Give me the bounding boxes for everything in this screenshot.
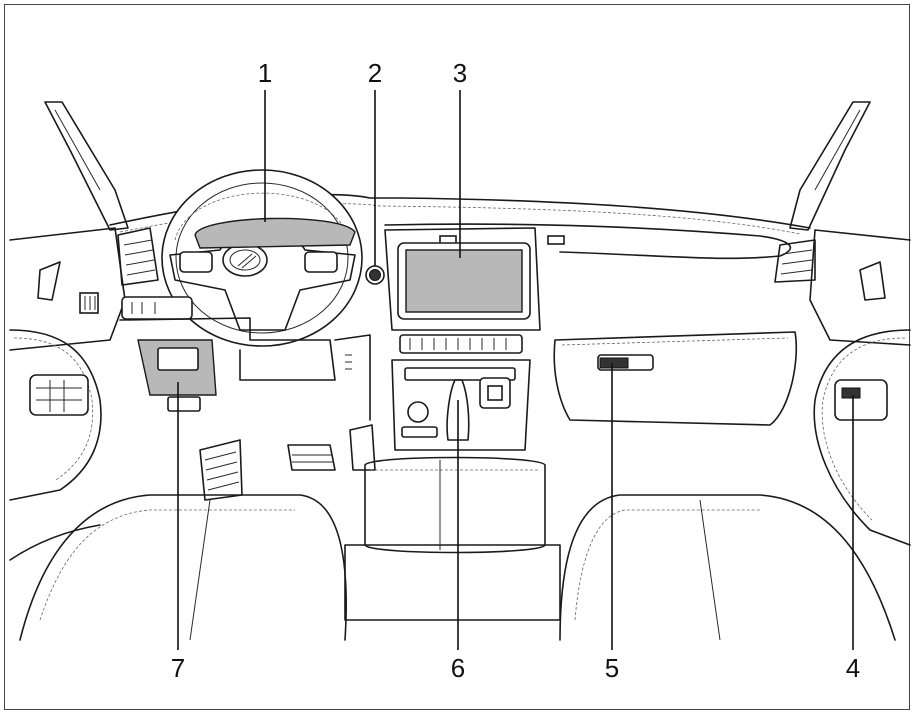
- driver-lower-switches: [167, 396, 201, 412]
- figure-frame: [4, 4, 910, 710]
- infotainment-screen: [405, 249, 523, 313]
- right-air-vent: [774, 239, 816, 283]
- callout-6: 6: [451, 653, 465, 683]
- passenger-seat: [559, 494, 896, 641]
- climate-control-strip: [399, 334, 523, 354]
- drive-mode-knob: [407, 401, 429, 423]
- left-a-pillar: [44, 101, 129, 231]
- center-console: [391, 359, 531, 451]
- callout-4: 4: [846, 653, 860, 683]
- callout-7: 7: [171, 653, 185, 683]
- callout-1: 1: [258, 58, 272, 88]
- passenger-window-switch-panel: [834, 379, 888, 421]
- instrument-cluster: [194, 217, 356, 249]
- right-wheel-buttons: [304, 251, 338, 273]
- callout-3: 3: [453, 58, 467, 88]
- driver-seat: [19, 494, 347, 641]
- brake-pedal: [287, 444, 336, 471]
- left-wheel-buttons: [179, 251, 213, 273]
- glovebox: [553, 331, 798, 426]
- passenger-window-switch: [841, 387, 861, 399]
- callout-2: 2: [368, 58, 382, 88]
- armrest: [364, 456, 546, 554]
- accelerator-pedal: [349, 424, 376, 471]
- gear-selector: [446, 379, 470, 441]
- callout-5: 5: [605, 653, 619, 683]
- left-door-panel: [9, 227, 126, 351]
- right-door-panel: [809, 229, 911, 346]
- right-a-pillar: [789, 101, 871, 231]
- glovebox-handle: [599, 357, 629, 369]
- driver-window-switches: [29, 374, 89, 416]
- left-air-vent: [117, 227, 159, 286]
